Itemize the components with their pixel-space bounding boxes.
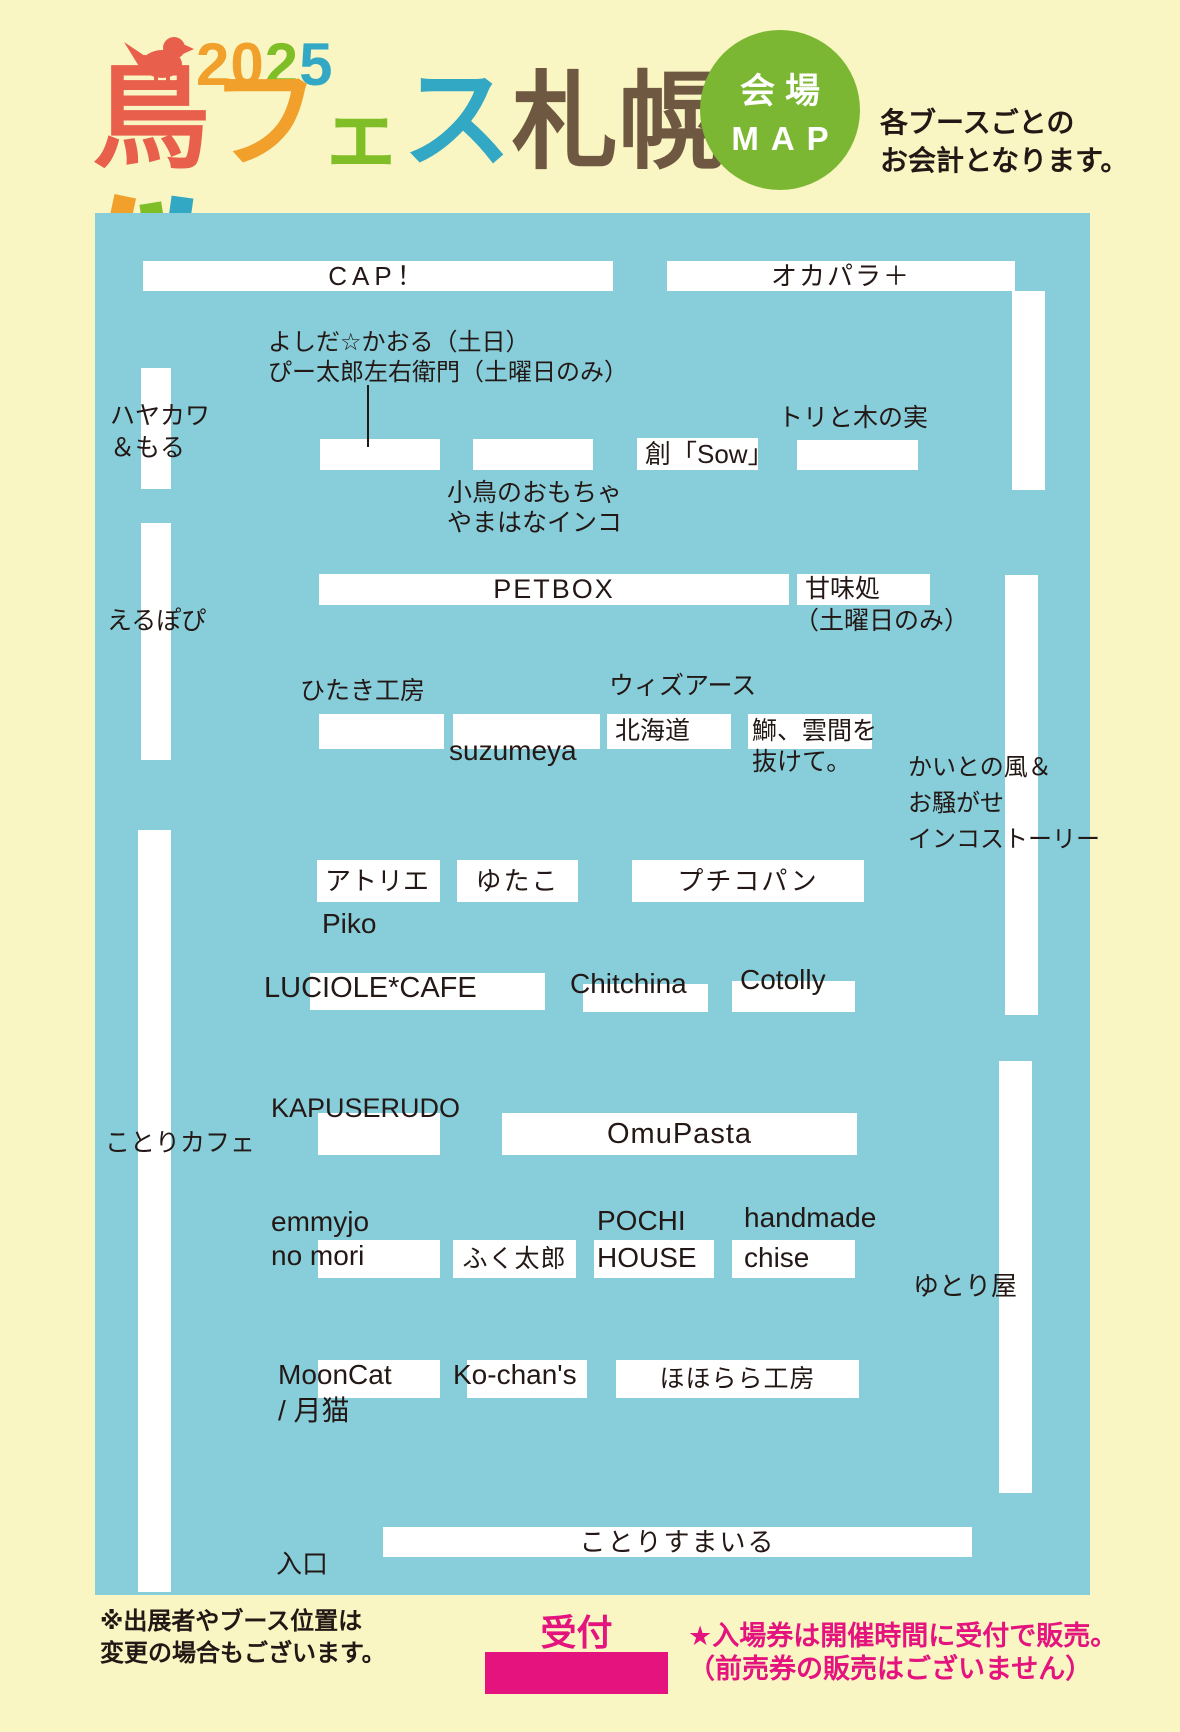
title-char: 札	[512, 64, 619, 182]
badge-line2: MAP	[731, 119, 841, 157]
booth-cotolly	[732, 981, 855, 1012]
ticket-line1: ★入場券は開催時間に受付で販売。	[688, 1621, 1118, 1651]
label-buri-kumoma: 鰤、雲間を抜けて。	[752, 717, 878, 776]
label-chitchina: Chitchina	[570, 968, 687, 999]
booth-petbox-label: PETBOX	[493, 574, 615, 604]
booth-atelier-piko: アトリエ	[317, 860, 440, 902]
booth-cap: CAP！	[143, 261, 613, 291]
booth-pochi	[594, 1240, 714, 1278]
booth-fukutaro: ふく太郎	[453, 1240, 576, 1278]
title-char: フ	[210, 59, 321, 182]
right-bar-top	[1012, 291, 1045, 490]
label-iriguchi: 入口	[276, 1549, 329, 1579]
booth-yoshida	[320, 439, 440, 470]
year-digit: 2	[264, 31, 300, 98]
label-with-earth: ウィズアース	[609, 672, 757, 700]
booth-luciole	[310, 973, 545, 1010]
label-mooncat: MoonCat/ 月猫	[278, 1359, 392, 1426]
label-ko-chans: Ko-chan's	[453, 1359, 577, 1390]
right-bar-bottom	[999, 1061, 1032, 1493]
booth-okapara-label: オカパラ＋	[770, 261, 911, 291]
label-kotori-cafe: ことりカフェ	[105, 1129, 256, 1157]
venue-map-badge: 会場 MAP	[700, 30, 860, 190]
booth-sou-sow: 創「Sow」	[637, 438, 774, 470]
header-note-line1: 各ブースごとの	[880, 107, 1075, 138]
booth-kotorisumairu: ことりすまいる	[383, 1527, 972, 1557]
booth-kotorisumairu-label: ことりすまいる	[579, 1527, 776, 1557]
booth-kochan	[467, 1360, 587, 1398]
booth-pointer-line	[367, 385, 369, 447]
label-cotolly: Cotolly	[740, 964, 826, 995]
year-digit: 0	[230, 31, 265, 98]
booth-kanmidokoro: 甘味処	[797, 574, 930, 605]
booth-chise	[732, 1240, 855, 1278]
booth-hohorara-label: ほほらら工房	[659, 1365, 816, 1393]
label-erupopi: えるぽぴ	[107, 607, 207, 635]
label-kaito-no-kaze: かいとの風＆お騒がせインコストーリー	[908, 754, 1100, 853]
booth-yutako-label: ゆたこ	[475, 866, 560, 896]
booth-mori	[318, 1240, 440, 1278]
booth-yutako: ゆたこ	[457, 860, 578, 902]
year-digit: 5	[299, 31, 334, 98]
booth-suzumeya	[453, 714, 600, 749]
label-hayakawa-moru: ハヤカワ＆もる	[110, 402, 211, 462]
label-hitaki-koubou: ひたき工房	[300, 677, 426, 705]
left-bar-erupopi	[141, 523, 171, 760]
title-char: ス	[402, 59, 513, 182]
bird-icon	[124, 37, 194, 88]
booth-omupasta-label: OmuPasta	[607, 1118, 752, 1150]
booth-center-top	[473, 439, 593, 470]
booth-tori	[797, 440, 918, 470]
event-title: 鳥フェス札幌	[92, 58, 724, 176]
booth-mooncat	[318, 1360, 440, 1398]
header-note: 各ブースごとの お会計となります。	[880, 104, 1128, 180]
booth-hitaki	[319, 714, 444, 749]
label-piko: Piko	[322, 908, 377, 939]
label-luciole-cafe: LUCIOLE*CAFE	[264, 972, 477, 1004]
booth-chitchina	[583, 984, 708, 1012]
booth-buri	[748, 714, 872, 749]
reception-desk	[485, 1652, 668, 1694]
booth-petit-copain-label: プチコパン	[677, 866, 819, 896]
disclaimer-note: ※出展者やブース位置は 変更の場合もございます。	[100, 1606, 386, 1669]
title-char: 鳥	[92, 51, 211, 183]
label-kapuserudo: KAPUSERUDO	[271, 1093, 461, 1123]
booth-okapara: オカパラ＋	[667, 261, 1015, 291]
disclaimer-line2: 変更の場合もございます。	[100, 1639, 386, 1667]
label-yoshida-kaoru: よしだ☆かおる（土日）ぴー太郎左右衛門（土曜日のみ）	[268, 329, 628, 386]
booth-hohorara: ほほらら工房	[616, 1360, 859, 1398]
booth-fukutaro-label: ふく太郎	[462, 1245, 567, 1273]
badge-line1: 会場	[739, 71, 830, 111]
booth-hokkaido: 北海道	[607, 714, 731, 749]
booth-petbox: PETBOX	[319, 574, 789, 605]
reception-label: 受付	[540, 1612, 613, 1653]
booth-petit-copain: プチコパン	[632, 860, 864, 902]
ticket-note: ★入場券は開催時間に受付で販売。 （前売券の販売はございません）	[688, 1620, 1117, 1686]
disclaimer-line1: ※出展者やブース位置は	[100, 1608, 363, 1635]
venue-map: CAP！ オカパラ＋ 創「Sow」 PETBOX 甘味処北海道アトリエ ゆたこ プチコパン O…	[95, 213, 1100, 1595]
booth-kapuserudo	[318, 1113, 440, 1155]
booth-kanmidokoro-label: 甘味処	[805, 575, 881, 603]
title-char: ェ	[320, 89, 403, 180]
ticket-line2: （前売券の販売はございません）	[688, 1653, 1093, 1684]
label-tori-to-kinomi: トリと木の実	[778, 404, 929, 432]
label-doyoubi-nomi: （土曜日のみ）	[794, 607, 970, 635]
booth-hokkaido-label: 北海道	[615, 717, 691, 745]
booth-cap-label: CAP！	[328, 261, 428, 291]
header-note-line2: お会計となります。	[880, 144, 1129, 176]
right-bar-mid	[1005, 575, 1038, 1015]
year-digit: 2	[196, 31, 231, 98]
booth-sou-sow-label: 創「Sow」	[645, 439, 774, 469]
label-yutoriya: ゆとり屋	[913, 1271, 1018, 1301]
booth-omupasta: OmuPasta	[502, 1113, 857, 1155]
booth-atelier-piko-label: アトリエ	[325, 866, 430, 896]
label-kotori-omocha: 小鳥のおもちゃやまはなインコ	[447, 479, 623, 537]
left-bar-long	[138, 830, 171, 1592]
label-suzumeya: suzumeya	[449, 735, 577, 766]
left-bar-hayakawa	[141, 368, 171, 489]
